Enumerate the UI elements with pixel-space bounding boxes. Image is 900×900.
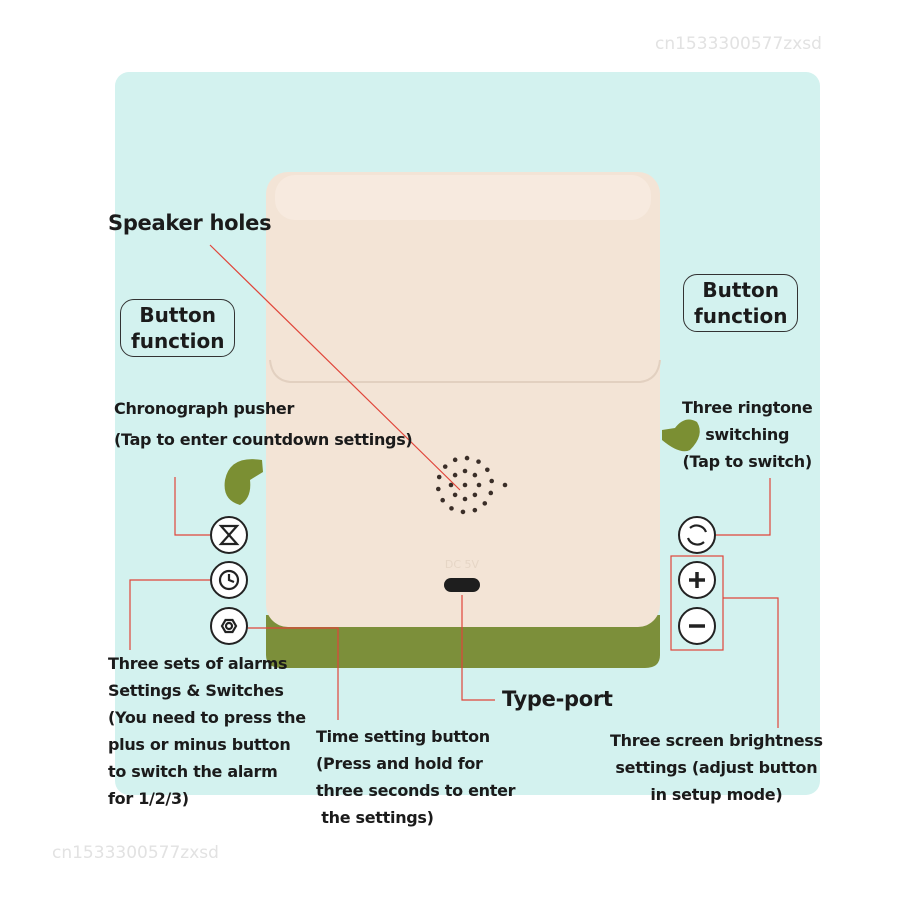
speaker-hole [462, 482, 468, 488]
watermark: cn1533300577zxsd [52, 843, 219, 863]
speaker-hole [452, 457, 458, 463]
refresh-icon[interactable] [678, 516, 716, 554]
speaker-hole [460, 509, 466, 515]
label-line: (You need to press the [108, 708, 306, 727]
speaker-holes-label: Speaker holes [108, 211, 272, 235]
label-line: the settings) [316, 808, 434, 827]
speaker-hole [452, 492, 458, 498]
button-function-left: Button function [120, 299, 236, 357]
label-line: in setup mode) [650, 785, 783, 804]
speaker-hole [476, 482, 482, 488]
device-base [266, 615, 660, 668]
pill-line: Button [702, 278, 780, 302]
chronograph-label: Chronograph pusher (Tap to enter countdo… [114, 393, 413, 455]
speaker-hole [472, 492, 478, 498]
speaker-hole [440, 497, 445, 503]
speaker-holes [435, 455, 508, 515]
speaker-hole [476, 459, 481, 464]
speaker-hole [472, 472, 478, 478]
label-line: (Press and hold for [316, 754, 483, 773]
speaker-hole [462, 468, 468, 474]
leader-lines [129, 244, 779, 728]
speaker-hole [448, 482, 454, 488]
label-line: Time setting button [316, 727, 490, 746]
label-line: Three sets of alarms [108, 654, 288, 673]
speaker-hole [485, 467, 490, 473]
watermark: cn1533300577zxsd [655, 34, 822, 54]
port-marking: DC 5V [445, 558, 480, 571]
speaker-hole [489, 478, 495, 484]
alarms-label: Three sets of alarms Settings & Switches… [108, 650, 306, 812]
speaker-hole [449, 506, 454, 511]
speaker-hole [502, 482, 508, 488]
label-line: Three screen brightness [610, 731, 823, 750]
speaker-hole [464, 455, 470, 461]
time-setting-label: Time setting button (Press and hold for … [316, 723, 516, 831]
speaker-hole [435, 486, 441, 492]
label-line: Three ringtone [682, 398, 813, 417]
speaker-hole [472, 507, 478, 513]
label-line: three seconds to enter [316, 781, 516, 800]
speaker-hole [436, 474, 442, 480]
pill-line: function [131, 329, 225, 353]
label-line: Chronograph pusher [114, 399, 295, 418]
label-line: plus or minus button [108, 735, 291, 754]
label-line: Settings & Switches [108, 681, 284, 700]
right-arm [662, 419, 700, 452]
left-arm [224, 459, 263, 505]
label-line: (Tap to switch) [682, 452, 813, 471]
label-line: switching [705, 425, 790, 444]
label-line: settings (adjust button [615, 758, 818, 777]
speaker-hole [482, 501, 488, 506]
speaker-hole [462, 496, 468, 502]
label-line: to switch the alarm [108, 762, 278, 781]
ringtone-label: Three ringtone switching (Tap to switch) [682, 394, 813, 475]
brightness-label: Three screen brightness settings (adjust… [610, 727, 823, 808]
usb-c-port [444, 578, 480, 592]
label-line: (Tap to enter countdown settings) [114, 430, 413, 449]
button-function-right: Button function [683, 274, 799, 332]
speaker-hole [442, 464, 448, 469]
speaker-hole [452, 472, 458, 478]
speaker-hole [488, 490, 494, 496]
label-line: for 1/2/3) [108, 789, 189, 808]
type-port-label: Type-port [502, 687, 613, 711]
pill-line: function [694, 304, 788, 328]
pill-line: Button [139, 303, 217, 327]
device-body [266, 172, 660, 627]
hexagon-nut-icon[interactable] [210, 607, 248, 645]
